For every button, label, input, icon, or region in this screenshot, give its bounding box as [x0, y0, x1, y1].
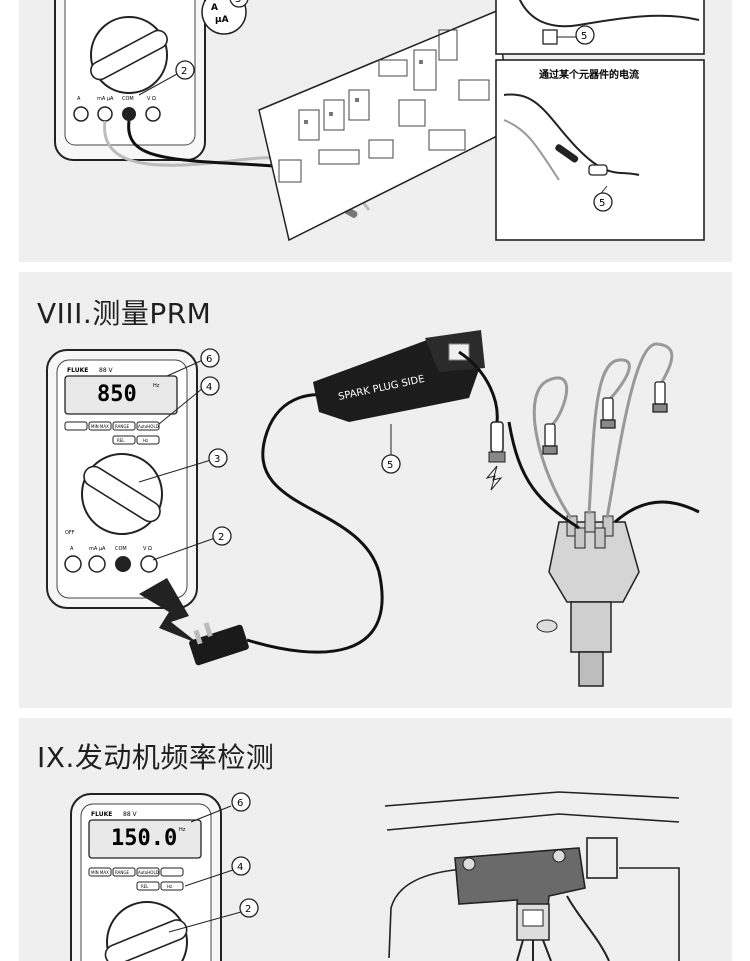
svg-text:3: 3: [235, 0, 241, 5]
multimeter-figure: FLUKE 88 V 850 Hz MIN MAX RANGE AutoHOLD…: [46, 349, 198, 609]
jack-label-a: A: [70, 546, 74, 552]
button-autohold: AutoHOLD: [138, 870, 159, 875]
svg-text:6: 6: [206, 354, 212, 365]
lcd-reading: 150.0: [111, 826, 177, 851]
meter-model: 88 V: [99, 367, 114, 374]
svg-text:2: 2: [245, 904, 251, 915]
engine-frequency-illustration: FLUKE 88 V 150.0 Hz MIN MAX RANGE AutoHO…: [70, 791, 680, 961]
current-measurement-illustration: A mA μA COM V Ω A μA 3 2: [54, 0, 705, 242]
callout-5: 5: [381, 454, 401, 474]
inset-caption: 通过某个元器件的电流: [539, 68, 639, 81]
svg-text:2: 2: [181, 66, 187, 77]
svg-text:5: 5: [581, 31, 587, 42]
button-autohold: AutoHOLD: [138, 424, 159, 429]
spark-plug-pickup-clamp: SPARK PLUG SIDE: [313, 330, 485, 422]
lcd-unit: Hz: [179, 827, 186, 833]
lcd-display: [64, 375, 178, 415]
ignition-module: [454, 847, 586, 941]
jack-label-v: V Ω: [143, 546, 152, 552]
mode-label-ua: μA: [215, 15, 229, 25]
mode-label-a: A: [211, 3, 218, 13]
button-rel: REL: [141, 884, 149, 889]
svg-text:3: 3: [214, 454, 220, 465]
callout-4: 4: [200, 376, 220, 396]
ignition-distributor: [536, 511, 640, 687]
callout-2: 2: [239, 898, 259, 918]
callout-3: 3: [208, 448, 228, 468]
rpm-measurement-illustration: FLUKE 88 V 850 Hz MIN MAX RANGE AutoHOLD…: [46, 330, 700, 687]
lcd-reading: 850: [97, 382, 137, 407]
dial-off-label: OFF: [65, 530, 75, 536]
jack-label-v: V Ω: [147, 96, 156, 102]
multimeter-figure: FLUKE 88 V 150.0 Hz MIN MAX RANGE AutoHO…: [70, 793, 222, 961]
svg-text:2: 2: [218, 532, 224, 543]
lcd-unit: Hz: [153, 383, 160, 389]
jack-label-a: A: [77, 96, 81, 102]
jack-label-com: COM: [115, 546, 127, 552]
callout-3: 3: [229, 0, 249, 8]
jack-label-ma: mA μA: [89, 546, 106, 552]
button-range: RANGE: [115, 424, 129, 429]
button-hz: Hz: [143, 438, 148, 443]
circuit-board: [258, 8, 510, 242]
svg-text:6: 6: [237, 798, 243, 809]
spark-plug-firing: [485, 421, 506, 491]
section-current-measurement: A mA μA COM V Ω A μA 3 2: [19, 0, 732, 262]
meter-brand: FLUKE: [67, 367, 88, 374]
meter-model: 88 V: [123, 811, 138, 818]
section-heading: IX.发动机频率检测: [37, 741, 275, 774]
inset-top: 5: [495, 0, 705, 55]
svg-text:5: 5: [599, 198, 605, 209]
button-min-max: MIN MAX: [91, 424, 109, 429]
meter-brand: FLUKE: [91, 811, 112, 818]
plug-adapter: [189, 622, 249, 666]
section-heading: VIII.测量PRM: [37, 297, 212, 330]
jack-label-ma: mA μA: [97, 96, 114, 102]
button-hz: Hz: [167, 884, 172, 889]
svg-text:4: 4: [206, 382, 212, 393]
lcd-display: [88, 819, 202, 859]
svg-text:5: 5: [387, 460, 393, 471]
jack-label-com: COM: [122, 96, 134, 102]
callout-6: 6: [200, 348, 220, 368]
button-range: RANGE: [115, 870, 129, 875]
callout-2: 2: [138, 60, 195, 96]
section-rpm-measurement: VIII.测量PRM FLUKE 88 V 850 Hz MIN MAX RAN…: [19, 272, 732, 708]
svg-text:4: 4: [237, 862, 243, 873]
button-min-max: MIN MAX: [91, 870, 109, 875]
callout-4: 4: [231, 856, 251, 876]
button-rel: REL: [117, 438, 125, 443]
insert-arrow-icon: [139, 578, 199, 644]
section-engine-frequency: IX.发动机频率检测 FLUKE 88 V 150.0 Hz MIN MAX R…: [19, 718, 732, 961]
callout-6: 6: [231, 792, 251, 812]
multimeter-figure: A mA μA COM V Ω A μA: [54, 0, 247, 161]
inset-current-through-component: 通过某个元器件的电流 5: [495, 59, 705, 241]
callout-2: 2: [212, 526, 232, 546]
